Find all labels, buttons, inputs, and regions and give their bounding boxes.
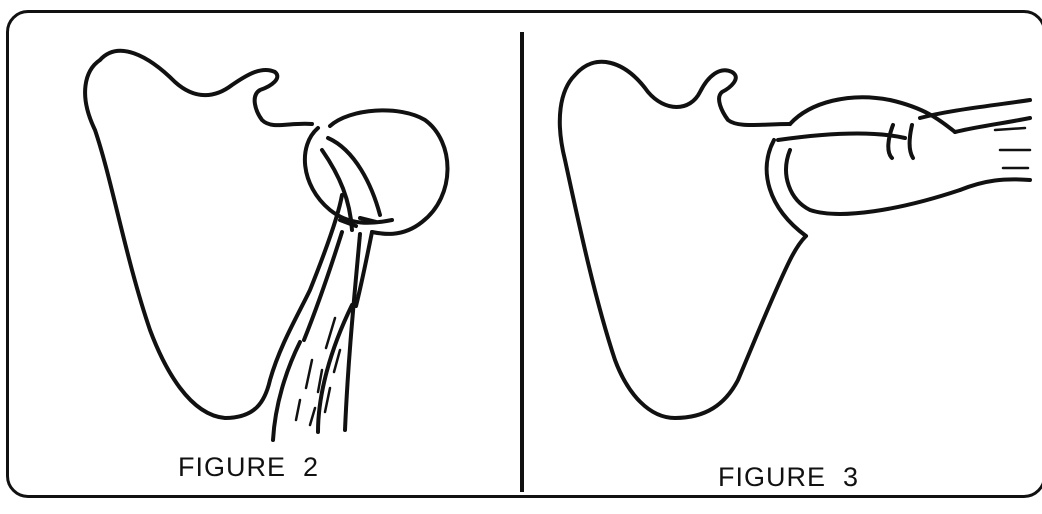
figure-3-muscle-belly (920, 100, 1030, 190)
figure-2-scapula-outline (85, 51, 342, 418)
figure-3-drawing (560, 62, 1030, 418)
figure-3-capsule-bands (888, 125, 913, 158)
figure-2-drawing (85, 51, 447, 440)
figure-2-humeral-head (330, 110, 448, 234)
figure-3-muscle-fibers (995, 128, 1030, 168)
figure-2-humeral-shaft (304, 232, 372, 340)
figure-3-scapula-outline (560, 62, 806, 418)
figure-3-caption: FIGURE 3 (718, 462, 859, 493)
figure-3-humeral-underside (767, 140, 960, 236)
figure-2-caption: FIGURE 2 (178, 452, 319, 483)
figure-2-capsule (322, 138, 380, 230)
figure-3-glenoid-rim (778, 134, 905, 140)
